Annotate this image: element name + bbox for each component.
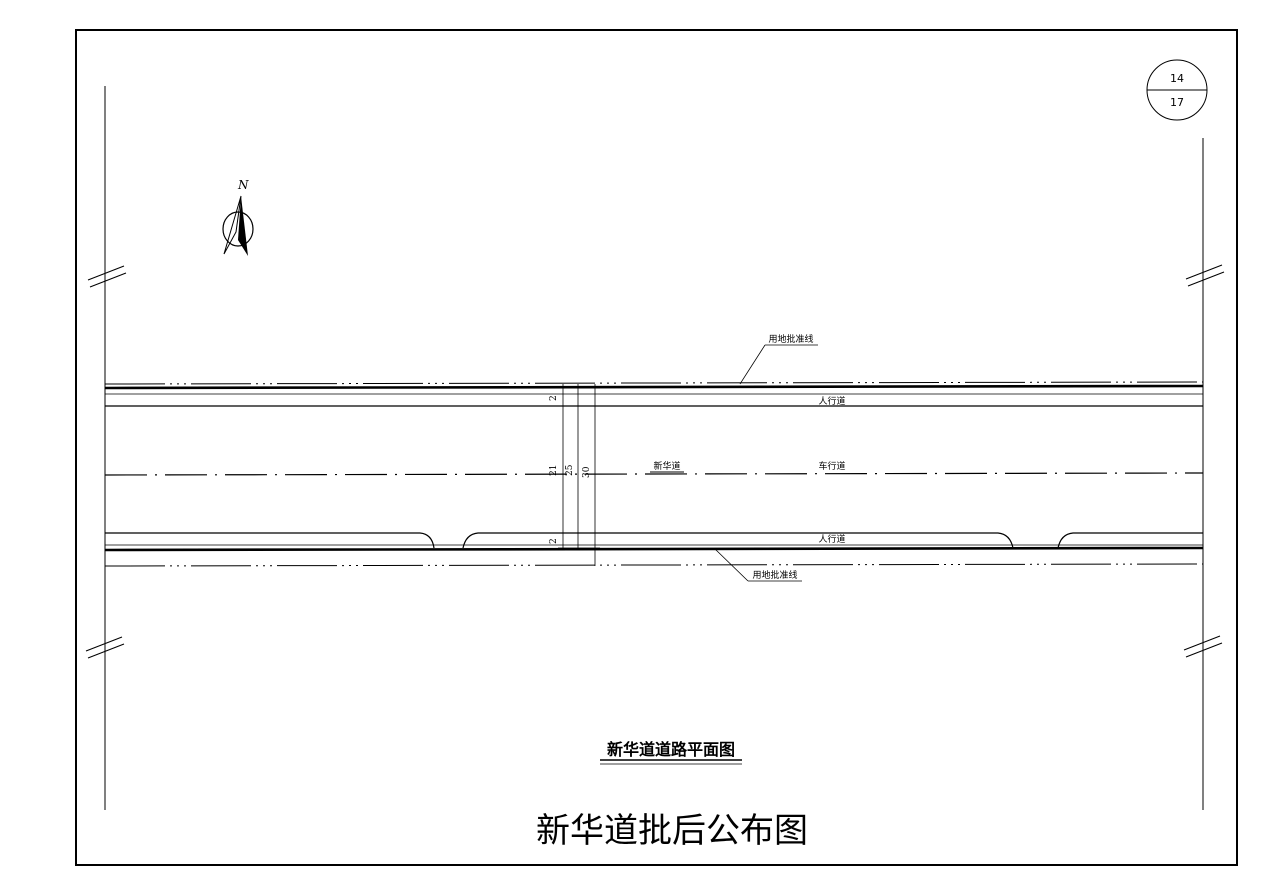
- boundary-line-south: [104, 563, 1204, 567]
- dim-sidewalk-top: 2: [549, 395, 559, 401]
- north-arrow-icon: N: [222, 178, 254, 256]
- boundary-label-south: 用地批准线: [714, 548, 802, 582]
- sheet-total: 17: [1170, 96, 1184, 109]
- north-label: N: [237, 178, 249, 192]
- dim-sidewalk-bottom: 2: [549, 538, 559, 544]
- cross-section-dimensions: [558, 384, 600, 566]
- drawing-frame: [75, 29, 1238, 866]
- curb-line-south: [105, 532, 1203, 549]
- sheet-number-badge: 14 17: [1146, 59, 1208, 121]
- dim-curb-to-curb: 25: [565, 464, 575, 476]
- drawing-title: 新华道道路平面图: [607, 740, 735, 759]
- road-centerline: [104, 472, 1204, 476]
- sheet-number: 14: [1170, 72, 1184, 85]
- road-edge-south: [104, 546, 1204, 552]
- label-sidewalk-south: 人行道: [818, 533, 845, 545]
- stamp-title: 新华道批后公布图: [536, 811, 808, 851]
- svg-text:用地批准线: 用地批准线: [768, 333, 813, 345]
- break-marks: [85, 264, 1225, 659]
- label-carriageway: 车行道: [818, 460, 845, 472]
- boundary-line-north: [104, 381, 1204, 385]
- dim-carriageway: 21: [549, 465, 559, 476]
- road-edge-north: [104, 384, 1204, 390]
- svg-text:用地批准线: 用地批准线: [752, 569, 797, 581]
- label-road-name: 新华道: [653, 460, 680, 472]
- dim-total: 30: [582, 466, 592, 478]
- dimension-labels: 2 21 25 30 2: [549, 395, 592, 544]
- label-sidewalk-north: 人行道: [818, 395, 845, 407]
- boundary-label-north: 用地批准线: [739, 333, 818, 385]
